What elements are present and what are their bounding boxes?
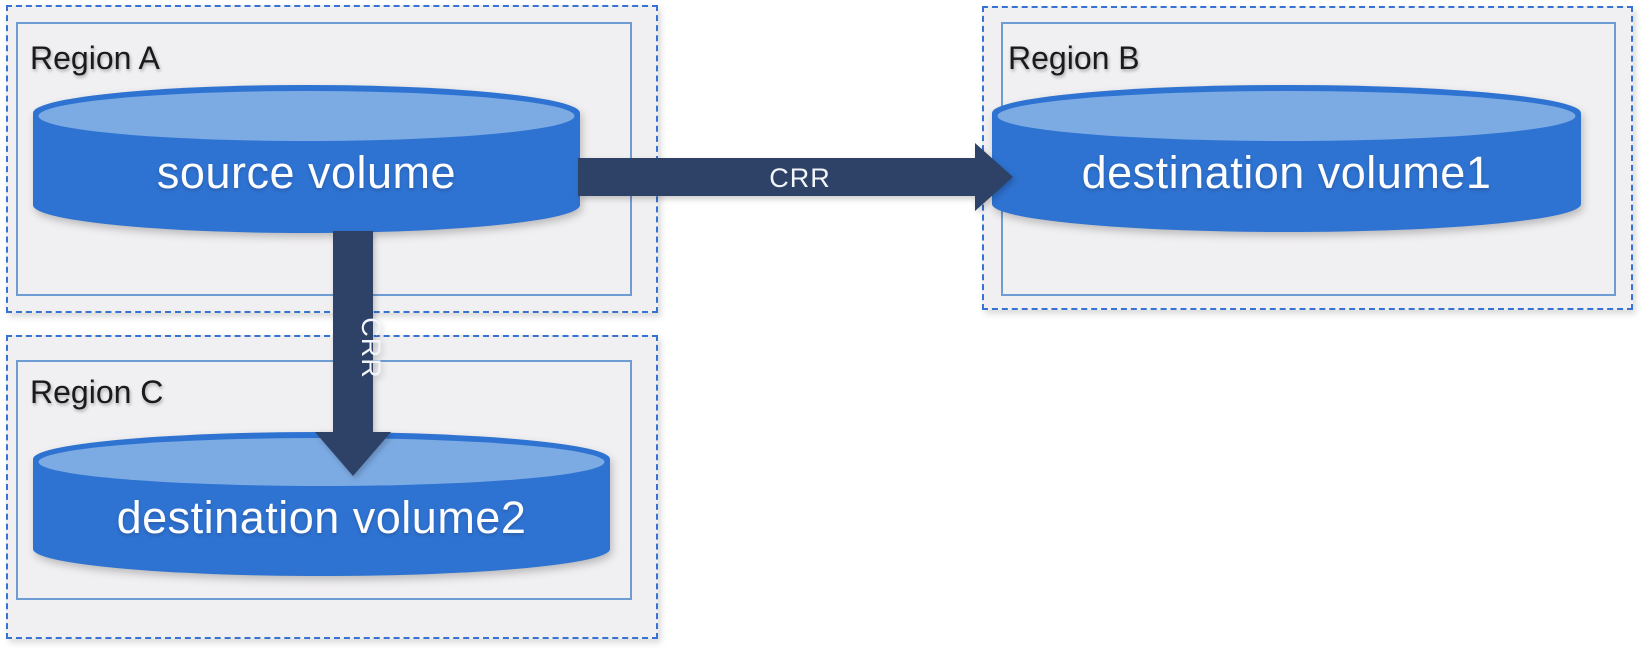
region-c-label: Region C bbox=[30, 374, 164, 410]
destination-volume2-cylinder: destination volume2 bbox=[33, 432, 610, 576]
region-b-label: Region B bbox=[1008, 40, 1140, 76]
cylinder-icon bbox=[33, 85, 580, 233]
cylinder-icon bbox=[992, 85, 1581, 232]
crr-arrow-right-label: CRR bbox=[769, 163, 831, 193]
source-volume-label: source volume bbox=[156, 147, 457, 198]
destination-volume1-label: destination volume1 bbox=[1081, 147, 1492, 198]
region-a-label: Region A bbox=[30, 40, 160, 76]
source-volume-cylinder: source volume bbox=[33, 85, 580, 233]
destination-volume2-label: destination volume2 bbox=[116, 492, 527, 543]
destination-volume1-cylinder: destination volume1 bbox=[992, 85, 1581, 232]
